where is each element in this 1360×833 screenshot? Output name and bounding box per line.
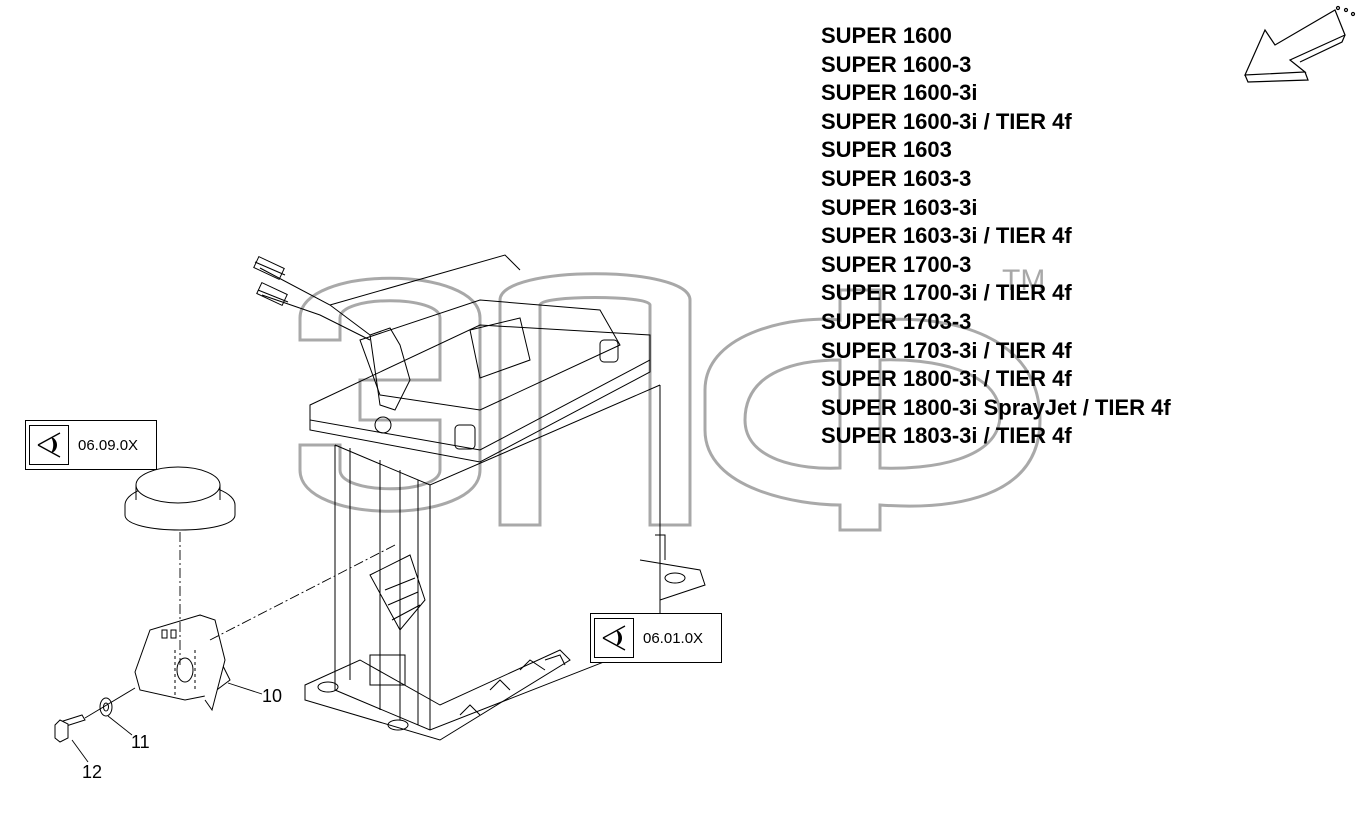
model-item: SUPER 1600-3i: [821, 80, 978, 106]
watermark-logo: [298, 272, 1042, 532]
model-item: SUPER 1800-3i / TIER 4f: [821, 366, 1072, 392]
model-item: SUPER 1700-3i / TIER 4f: [821, 280, 1072, 306]
callout-12: 12: [82, 762, 103, 782]
battery-box-assembly: [253, 254, 706, 741]
washer-part: [99, 697, 113, 717]
leader-lines: [71, 682, 263, 763]
reference-link-06-01[interactable]: 06.01.0X: [590, 613, 722, 663]
model-item: SUPER 1603-3i / TIER 4f: [821, 223, 1072, 249]
eye-icon: [29, 425, 69, 465]
model-item: SUPER 1803-3i / TIER 4f: [821, 423, 1072, 449]
callout-11: 11: [131, 732, 150, 752]
model-item: SUPER 1703-3i / TIER 4f: [821, 337, 1072, 363]
reference-code: 06.09.0X: [78, 436, 139, 454]
model-item: SUPER 1600-3i / TIER 4f: [821, 108, 1072, 134]
eye-icon: [594, 618, 634, 658]
reference-code: 06.01.0X: [643, 629, 704, 647]
bracket-part: [134, 614, 231, 712]
model-item: SUPER 1603: [821, 137, 952, 163]
reference-link-06-09[interactable]: 06.09.0X: [25, 420, 157, 470]
bolt-part: [54, 714, 86, 743]
model-item: SUPER 1603-3: [821, 165, 972, 191]
model-item: SUPER 1600-3: [821, 51, 972, 77]
model-item: SUPER 1600: [821, 23, 952, 48]
model-item: SUPER 1603-3i: [821, 194, 978, 220]
model-item: SUPER 1700-3: [821, 251, 972, 277]
callout-10: 10: [262, 686, 283, 706]
cap-part: [124, 466, 236, 531]
watermark-tm: TM: [1002, 264, 1045, 297]
model-item: SUPER 1703-3: [821, 308, 972, 334]
model-item: SUPER 1800-3i SprayJet / TIER 4f: [821, 394, 1171, 420]
assembly-lines: [84, 532, 396, 719]
direction-arrow-icon: [1244, 5, 1356, 83]
model-list: SUPER 1600 SUPER 1600-3 SUPER 1600-3i SU…: [821, 22, 1171, 451]
